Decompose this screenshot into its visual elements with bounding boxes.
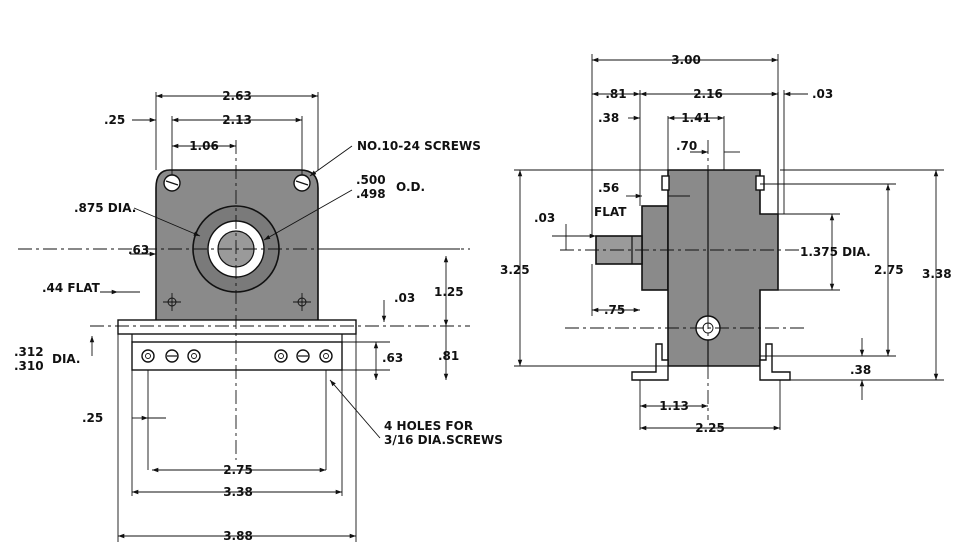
dim-hole-offset: 1.06: [189, 139, 219, 153]
dim-shaft-extension: .75: [604, 303, 625, 317]
dim-shaft-od-min: .498: [356, 187, 386, 201]
dim-slot-offset: .25: [82, 411, 103, 425]
dim-center-offset: .70: [676, 139, 697, 153]
dim-base-height: .63: [382, 351, 403, 365]
dim-shaft-center: .63: [128, 243, 149, 257]
front-base-plate: [117, 319, 357, 335]
dim-center-height: .81: [438, 349, 459, 363]
dim-shaft-od-label: O.D.: [396, 180, 425, 194]
dim-pin-dia-max: .312: [14, 345, 44, 359]
dim-pin-dia-min: .310: [14, 359, 44, 373]
side-flange: [641, 205, 669, 291]
dim-foot-height: .38: [850, 363, 871, 377]
bottom-mark-right-icon: [293, 293, 311, 311]
dim-base-thickness: .03: [394, 291, 415, 305]
screw-left-icon: [163, 174, 181, 192]
dim-flat-word: FLAT: [594, 205, 627, 219]
dim-total-height: 3.38: [922, 267, 952, 281]
mount-holes-icon: [141, 349, 333, 363]
dim-shaft-od-max: .500: [356, 173, 386, 187]
dim-rear-gap: .03: [812, 87, 833, 101]
side-feet-icon: [631, 343, 791, 381]
screw-right-icon: [293, 174, 311, 192]
dim-shaft-height: 1.25: [434, 285, 464, 299]
dim-width-overall: 2.63: [222, 89, 252, 103]
side-housing: [667, 169, 779, 367]
dim-hub-dia: .875 DIA.: [74, 201, 136, 215]
dim-flange-dia: 1.375 DIA.: [800, 245, 871, 259]
dim-shaft-gap: .03: [534, 211, 555, 225]
dim-foot-spacing: 2.25: [695, 421, 725, 435]
note-mount-holes-1: 4 HOLES FOR: [384, 419, 473, 433]
dim-foot-offset: 1.13: [659, 399, 689, 413]
note-mount-holes-2: 3/16 DIA.SCREWS: [384, 433, 503, 447]
dim-flat-length: .56: [598, 181, 619, 195]
dim-pin-dia-label: DIA.: [52, 352, 81, 366]
bottom-mark-left-icon: [163, 293, 181, 311]
note-screws: NO.10-24 SCREWS: [357, 139, 481, 153]
dim-flange-offset: .38: [598, 111, 619, 125]
front-view: 2.63 2.13 1.06 .25 NO.10-24 SCREWS .875 …: [14, 89, 503, 543]
dim-edge-offset: .25: [104, 113, 125, 127]
side-view: 3.00 .81 2.16 .03 .38 1.41 .70 .56 FLAT …: [500, 53, 952, 435]
dim-base-width: 3.38: [223, 485, 253, 499]
dim-hole-spacing: 2.13: [222, 113, 252, 127]
dim-mount-spacing: 2.75: [223, 463, 253, 477]
dim-hub-length: 1.41: [681, 111, 711, 125]
dim-front-offset: .81: [605, 87, 626, 101]
dim-flat: .44 FLAT: [42, 281, 101, 295]
dim-body-height: 2.75: [874, 263, 904, 277]
dim-overall-width: 3.88: [223, 529, 253, 543]
dim-overall-length: 3.00: [671, 53, 701, 67]
front-mount-bar: [131, 341, 343, 371]
dim-overall-height: 3.25: [500, 263, 530, 277]
dim-body-length: 2.16: [693, 87, 723, 101]
